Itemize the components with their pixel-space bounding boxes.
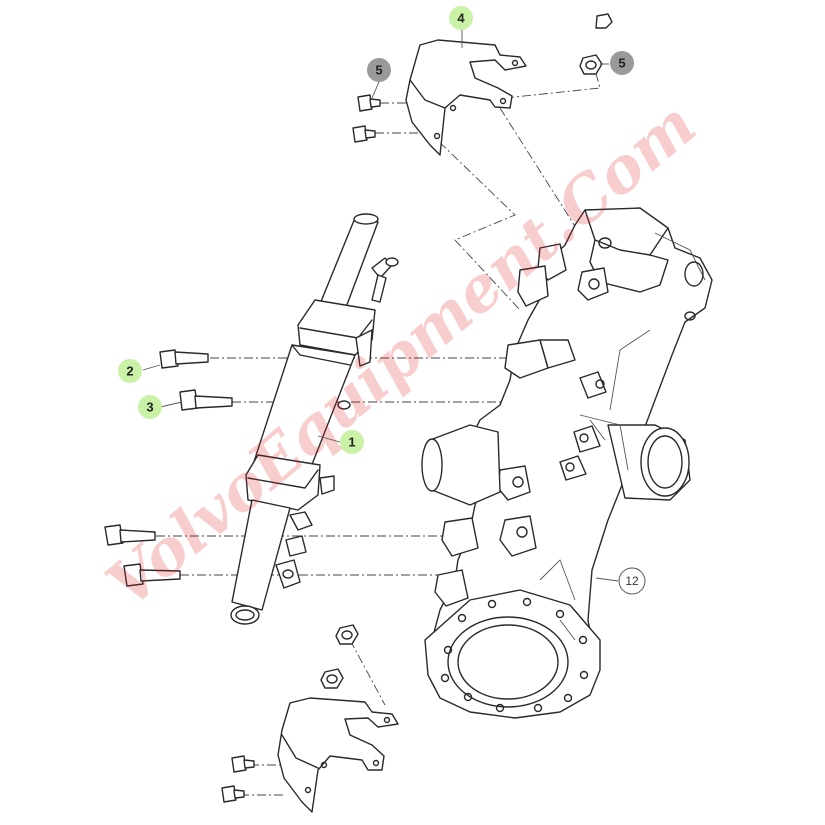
callout-4: 4 xyxy=(449,6,473,30)
svg-text:5: 5 xyxy=(618,56,625,71)
bolt-part-2 xyxy=(159,349,209,369)
svg-text:1: 1 xyxy=(348,435,355,450)
callout-leaders xyxy=(142,30,619,582)
top-nut-lower xyxy=(579,54,603,75)
bottom-bracket-bolt-lower xyxy=(221,785,245,803)
steering-cylinder xyxy=(230,213,399,625)
top-bracket xyxy=(405,39,527,156)
top-bracket-bolt-upper xyxy=(357,94,381,112)
top-nut-upper xyxy=(595,13,613,29)
callout-12: 12 xyxy=(618,567,646,595)
bottom-nut-lower xyxy=(320,668,344,689)
callout-2: 2 xyxy=(118,359,142,383)
bolt-lower-a xyxy=(104,524,156,546)
callout-5-right: 5 xyxy=(610,51,634,75)
svg-text:3: 3 xyxy=(146,400,153,415)
svg-text:4: 4 xyxy=(457,11,465,26)
svg-text:12: 12 xyxy=(625,574,639,588)
svg-text:5: 5 xyxy=(375,63,382,78)
callout-1: 1 xyxy=(340,430,364,454)
top-bracket-bolt-lower xyxy=(352,125,376,143)
bottom-nut-upper xyxy=(335,624,359,645)
bolt-lower-b xyxy=(123,563,181,587)
callout-5-left: 5 xyxy=(367,58,391,82)
bottom-bracket xyxy=(277,697,399,813)
bottom-bracket-bolt-upper xyxy=(231,755,255,773)
bolt-part-3 xyxy=(179,389,233,411)
callout-3: 3 xyxy=(138,395,162,419)
flange-bolt-holes xyxy=(440,597,589,713)
axle-housing xyxy=(421,207,713,719)
svg-text:2: 2 xyxy=(126,364,133,379)
